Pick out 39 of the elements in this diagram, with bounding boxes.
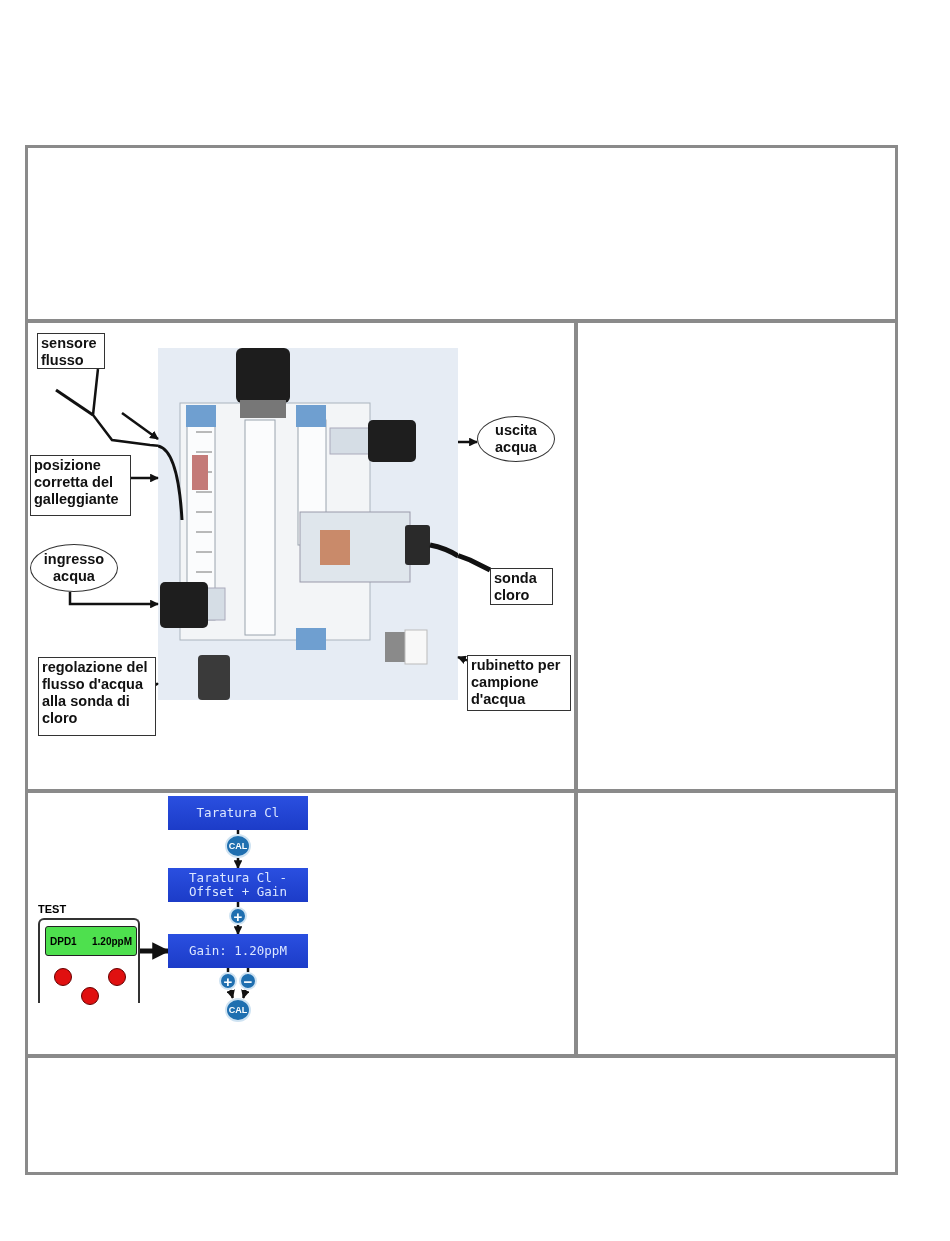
display-text: 1.20ppM	[92, 935, 132, 947]
callout-label: uscita acqua	[477, 416, 555, 462]
plus-button: +	[219, 972, 237, 990]
flow-arrow	[131, 473, 159, 483]
connector-line	[457, 553, 492, 573]
indicator-light	[108, 968, 126, 986]
lcd-screen: Taratura Cl - Offset + Gain	[168, 868, 308, 902]
callout-label: ingresso acqua	[30, 544, 118, 592]
cal-button: CAL	[225, 998, 251, 1022]
connector-line	[246, 968, 250, 972]
flow-cell-drawing	[158, 348, 458, 700]
callout-label: rubinetto per campione d'acqua	[467, 655, 571, 711]
flow-arrow	[68, 592, 159, 609]
connector-line	[226, 968, 230, 972]
flow-arrow	[226, 989, 235, 999]
connector-line	[91, 368, 159, 448]
cal-button: CAL	[225, 834, 251, 858]
callout-label: posizione corretta del galleggiante	[30, 455, 131, 516]
indicator-light	[81, 987, 99, 1005]
pointer-arrow	[121, 412, 159, 440]
flow-arrow	[241, 989, 250, 999]
flow-arrow	[457, 655, 468, 664]
plus-button: +	[229, 907, 247, 925]
device-label: TEST	[38, 903, 67, 915]
indicator-light	[54, 968, 72, 986]
flow-arrow	[233, 858, 243, 869]
flow-arrow	[458, 437, 478, 447]
minus-button: −	[239, 972, 257, 990]
connector-line	[236, 830, 240, 834]
callout-label: sensore flusso	[37, 333, 105, 369]
device-display	[45, 926, 137, 956]
lcd-screen: Taratura Cl	[168, 796, 308, 830]
callout-label: regolazione del flusso d'acqua alla sonda di cloro	[38, 657, 156, 736]
display-text: DPD1	[50, 935, 77, 947]
flow-arrow	[140, 942, 170, 960]
lcd-screen: Gain: 1.20ppM	[168, 934, 308, 968]
connector-line	[236, 902, 240, 907]
callout-label: sonda cloro	[490, 568, 553, 605]
flow-arrow	[233, 925, 243, 935]
